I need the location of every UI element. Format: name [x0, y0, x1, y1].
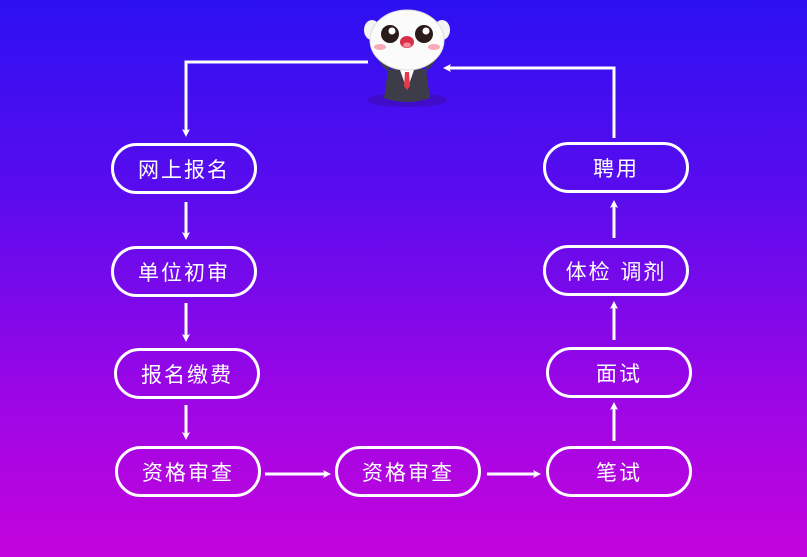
step-online-registration: 网上报名 — [111, 143, 257, 194]
step-unit-preliminary-review: 单位初审 — [111, 246, 257, 297]
step-interview: 面试 — [546, 347, 692, 398]
step-qualification-review-2: 资格审查 — [335, 446, 481, 497]
step-registration-payment: 报名缴费 — [114, 348, 260, 399]
step-medical-check-adjustment: 体检 调剂 — [543, 245, 689, 296]
cartoon-mascot-icon — [364, 9, 450, 107]
step-qualification-review-1: 资格审查 — [115, 446, 261, 497]
step-employment: 聘用 — [543, 142, 689, 193]
step-written-exam: 笔试 — [546, 446, 692, 497]
flow-connectors — [182, 60, 618, 478]
